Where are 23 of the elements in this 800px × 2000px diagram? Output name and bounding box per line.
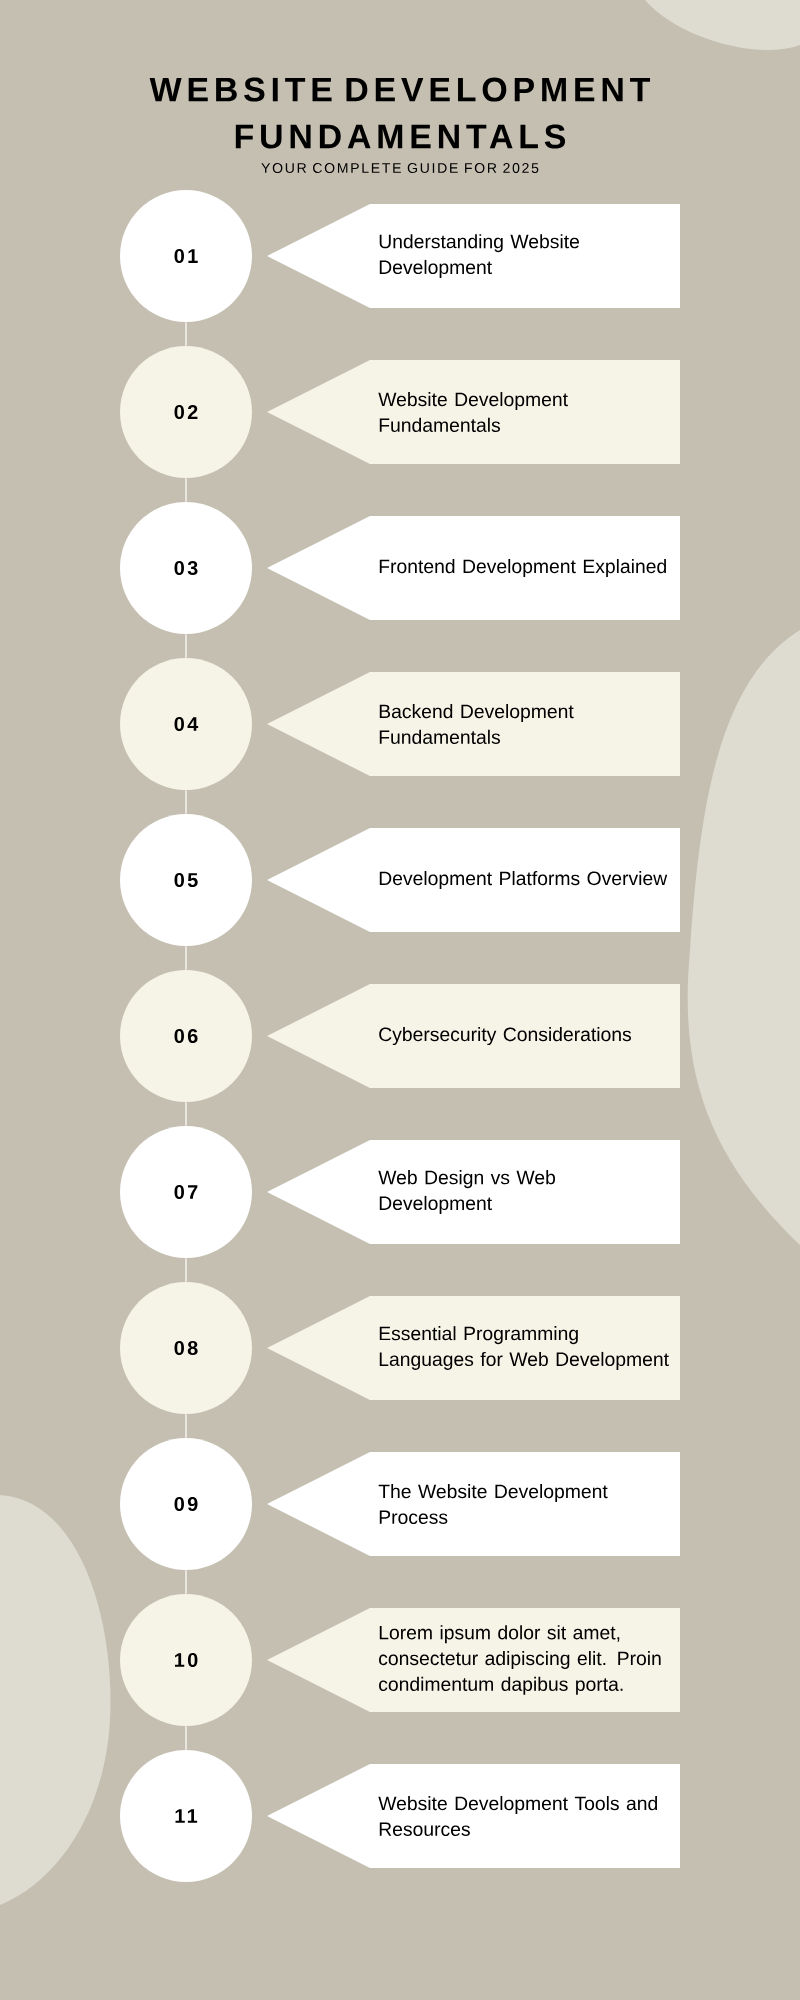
connector-line	[185, 1725, 187, 1751]
arrow-banner: Lorem ipsum dolor sit amet, consectetur adipiscing elit. Proin condimentum dapibus porta.	[267, 1608, 680, 1712]
connector-line	[185, 1257, 187, 1283]
arrow-banner: Understanding Website Development	[267, 204, 680, 308]
title: WEBSITE DEVELOPMENT FUNDAMENTALS	[149, 77, 651, 149]
arrow-banner: Web Design vs Web Development	[267, 1140, 680, 1244]
arrow-banner: Website Development Tools and Resources	[267, 1764, 680, 1868]
arrow-banner: Essential Programming Languages for Web Development	[267, 1296, 680, 1400]
connector-line	[185, 477, 187, 503]
connector-line	[185, 1101, 187, 1127]
arrow-banner: Cybersecurity Considerations	[267, 984, 680, 1088]
connector-line	[185, 633, 187, 659]
arrow-banner: Frontend Development Explained	[267, 516, 680, 620]
arrow-banner: Backend Development Fundamentals	[267, 672, 680, 776]
arrow-banner: Development Platforms Overview	[267, 828, 680, 932]
connector-line	[185, 1413, 187, 1439]
arrow-banner: Website Development Fundamentals	[267, 360, 680, 464]
connector-line	[185, 321, 187, 347]
connector-line	[185, 1569, 187, 1595]
connector-line	[185, 789, 187, 815]
connector-line	[185, 945, 187, 971]
arrow-banner: The Website Development Process	[267, 1452, 680, 1556]
subtitle: YOUR COMPLETE GUIDE FOR 2025	[261, 163, 539, 173]
